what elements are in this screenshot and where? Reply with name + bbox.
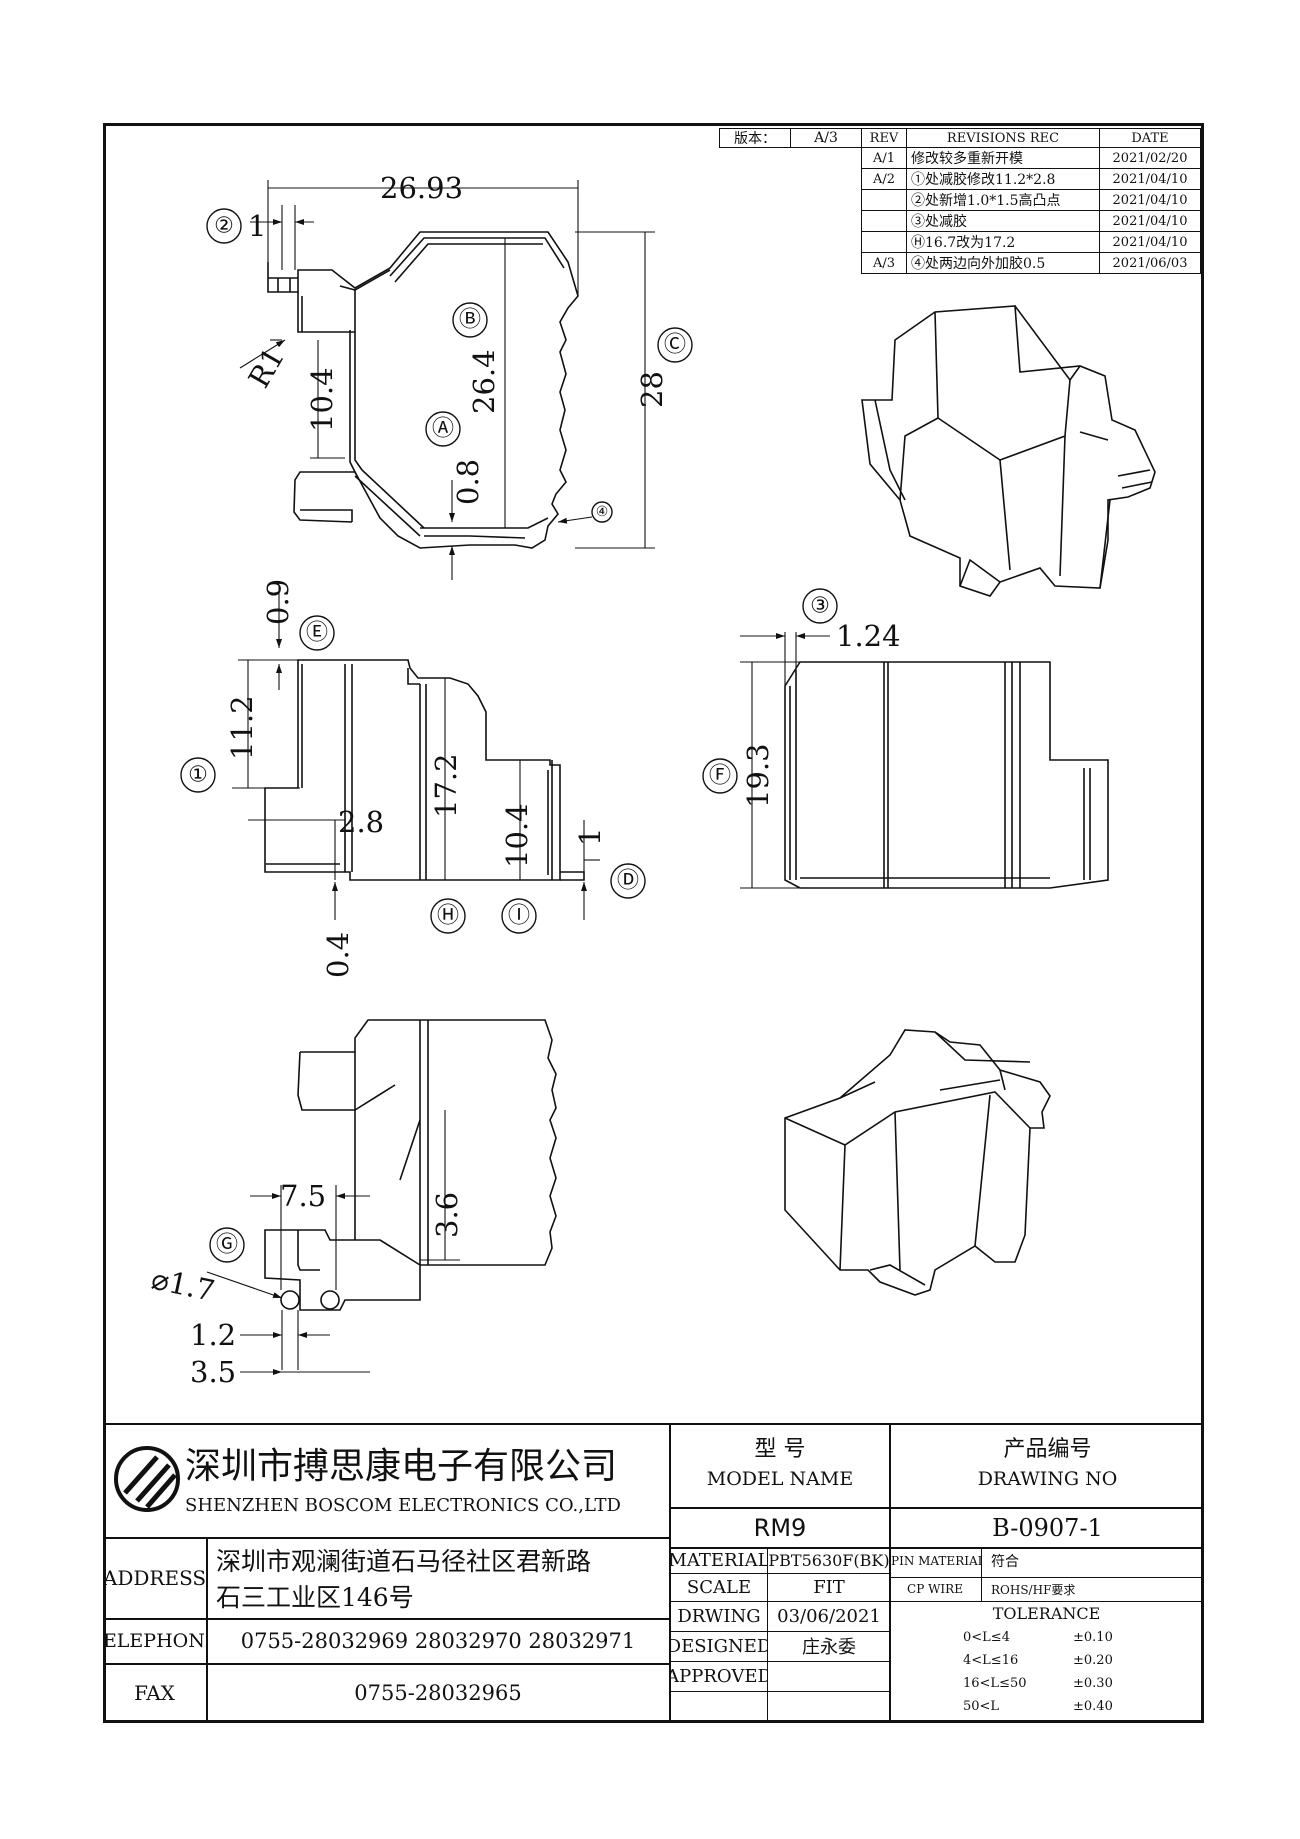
dim-bottom-hole: ⌀1.7 [149,1262,218,1308]
callout-e: Ⓔ [306,621,328,646]
tolerance-range: 4<L≤16 [963,1652,1019,1668]
dim-top-wall: 0.8 [451,459,485,505]
dim-side-height: 19.3 [741,743,775,808]
pin-material-value: 符合 [991,1554,1019,1570]
address-line1: 深圳市观澜街道石马径社区君新路 [216,1547,592,1576]
model-name-en: MODEL NAME [706,1468,854,1490]
iso-view-bottom [784,1029,1051,1296]
material-value: PBT5630F(BK) [769,1550,889,1570]
tolerance-value: ±0.40 [1073,1698,1113,1714]
dim-front-right-height: 10.4 [500,803,534,868]
tolerance-value: ±0.20 [1073,1652,1113,1668]
material-label: MATERIAL [671,1549,767,1571]
dim-side-step: 1.24 [836,619,901,653]
approved-value [769,1661,889,1691]
tolerance-value: ±0.10 [1073,1629,1113,1645]
side-view [784,661,1109,889]
tolerance-range: 50<L [963,1698,1000,1714]
callout-2: ② [214,214,234,239]
tolerance-label: TOLERANCE [992,1603,1101,1623]
cp-wire-label: CP WIRE [907,1582,963,1596]
callout-1: ① [188,763,208,788]
drawing-label: DRWING [677,1605,761,1627]
drawing-date: 03/06/2021 [777,1605,881,1627]
tolerance-range: 0<L≤4 [963,1629,1010,1645]
company-name-en: SHENZHEN BOSCOM ELECTRONICS CO.,LTD [185,1494,621,1516]
dim-front-top-step: 0.9 [261,579,295,625]
callout-g: Ⓖ [216,1233,238,1258]
dim-front-mid-height: 17.2 [429,753,463,818]
callout-i: Ⓘ [508,904,530,929]
dim-front-base: 0.4 [321,932,355,978]
fax-label: FAX [134,1681,175,1705]
designed-value: 庄永委 [802,1637,856,1658]
scale-value: FIT [813,1576,845,1598]
telephone-value: 0755-28032969 28032970 28032971 [240,1628,636,1653]
address-line2: 石三工业区146号 [216,1583,414,1612]
callout-3: ③ [810,594,830,619]
dim-top-side: 10.4 [305,367,339,432]
dim-bottom-offset: 3.5 [190,1355,236,1389]
tolerance-value: ±0.30 [1073,1675,1113,1691]
company-logo-icon [114,1446,180,1512]
approved-label: APPROVED [671,1665,767,1687]
tolerance-range: 16<L≤50 [963,1675,1027,1691]
dim-bottom-height: 3.6 [430,1192,464,1238]
dim-bottom-width: 7.5 [280,1179,326,1213]
dim-bottom-pitch: 1.2 [190,1318,236,1352]
drawing-no-value: B-0907-1 [992,1514,1103,1542]
technical-drawing: ② Ⓑ Ⓐ Ⓒ ④ Ⓔ ① Ⓗ Ⓘ Ⓓ ③ Ⓕ Ⓖ 26.93 1 R1 10.… [149,171,1156,1389]
fax-value: 0755-28032965 [354,1681,522,1705]
callout-d: Ⓓ [617,869,639,894]
dim-front-step: 2.8 [338,805,384,839]
dim-top-outer-height: 28 [635,371,669,408]
scale-label: SCALE [686,1576,752,1598]
title-block: 深圳市搏思康电子有限公司 SHENZHEN BOSCOM ELECTRONICS… [103,1423,1204,1723]
bottom-view [264,1019,557,1311]
callout-h: Ⓗ [437,904,459,929]
drawing-frame [103,123,1204,1723]
pin-material-label: PIN MATERIAL: [891,1554,981,1568]
callout-4: ④ [596,504,609,520]
rohs-value: ROHS/HF要求 [991,1582,1076,1597]
drawing-no-en: DRAWING NO [977,1468,1118,1490]
iso-view-top [861,305,1156,597]
designed-label: DESIGNED [671,1635,767,1657]
company-name-cn: 深圳市搏思康电子有限公司 [185,1446,618,1487]
drawing-no-cn: 产品编号 [1003,1437,1092,1462]
callout-b: Ⓑ [459,308,481,333]
front-view [264,659,585,881]
dim-top-inner-height: 26.4 [467,349,501,414]
revision-date-cell: 2021/06/03 [1099,252,1201,274]
model-name-cn: 型 号 [754,1437,806,1462]
dim-top-width: 26.93 [380,171,463,205]
callout-a: Ⓐ [432,417,454,442]
dim-top-gap: 1 [248,209,266,243]
dim-front-left-height: 11.2 [225,695,259,760]
dim-front-pin: 1 [573,828,607,846]
callout-f: Ⓕ [709,764,731,789]
model-value: RM9 [753,1514,807,1542]
address-label: ADDRESS [103,1565,206,1590]
telephone-label: TELEPHONE [103,1629,206,1652]
callout-c: Ⓒ [664,333,686,358]
dim-top-radius: R1 [242,342,292,394]
